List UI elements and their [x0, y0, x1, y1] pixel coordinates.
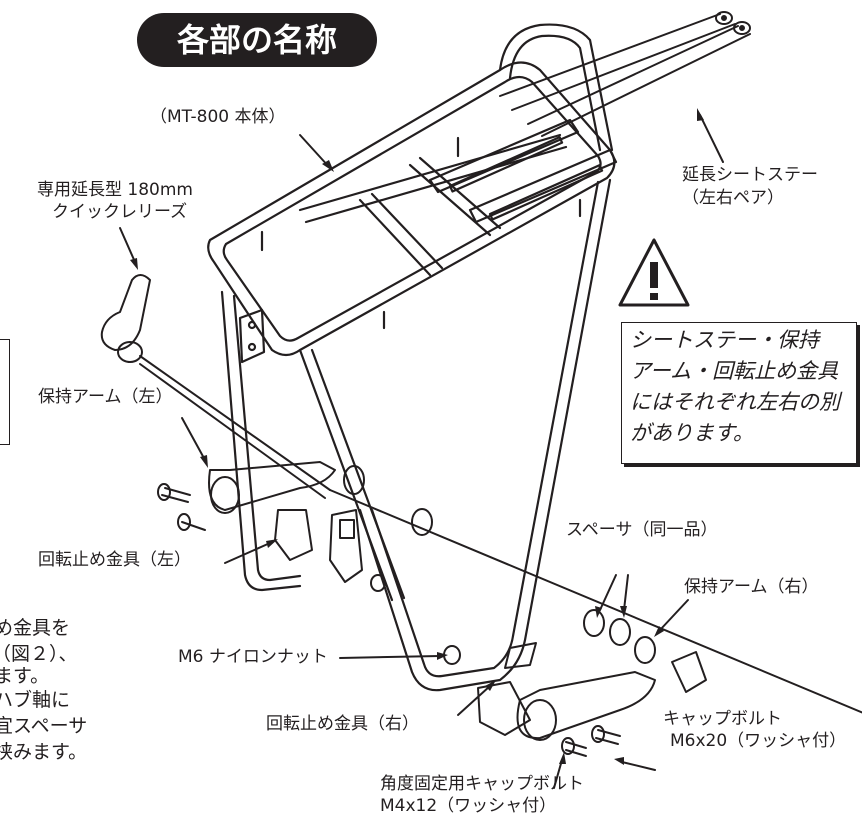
warning-triangle-icon	[618, 238, 690, 307]
label-cap-bolt-2: M6x20（ワッシャ付）	[670, 731, 847, 751]
body-text-line: ます。	[0, 665, 50, 687]
label-angle-bolt-1: 角度固定用キャップボルト	[380, 774, 584, 794]
title-pill	[137, 13, 377, 67]
label-angle-bolt-2: M4x12（ワッシャ付）	[380, 796, 557, 816]
warning-line: シートステー・保持	[630, 328, 819, 352]
warning-line: アーム・回転止め金具	[630, 359, 839, 383]
quick-release	[100, 274, 862, 714]
label-main-body: （MT-800 本体）	[150, 107, 286, 127]
label-arm-right: 保持アーム（右）	[684, 577, 819, 597]
label-quick-release-1: 専用延長型 180mm	[37, 180, 193, 200]
body-text-line: ハブ軸に	[0, 689, 71, 711]
label-cap-bolt-1: キャップボルト	[663, 709, 782, 729]
warning-line: があります。	[630, 421, 754, 445]
body-text-line: 宜スペーサ	[0, 715, 88, 737]
cropped-box-edge	[0, 339, 10, 445]
label-quick-release-2: クイックレリーズ	[52, 202, 188, 222]
page-title: 各部の名称	[176, 21, 337, 59]
warning-line: にはそれぞれ左右の別	[630, 390, 840, 414]
label-nylon-nut: M6 ナイロンナット	[178, 647, 328, 667]
arrow-heads	[130, 108, 704, 765]
seat-stay-pair	[499, 11, 751, 137]
body-text-line: め金具を	[0, 617, 71, 639]
label-seat-stay-2: （左右ペア）	[682, 188, 784, 208]
body-text-line: （図２）、	[0, 643, 78, 665]
label-stop-left: 回転止め金具（左）	[38, 550, 191, 570]
rack-frame	[207, 23, 618, 692]
warning-note-box	[621, 322, 857, 464]
label-spacer: スペーサ（同一品）	[566, 520, 718, 540]
label-stop-right: 回転止め金具（右）	[266, 714, 419, 734]
right-arm-assembly	[443, 609, 707, 757]
body-text-line: 挟みます。	[0, 741, 88, 763]
label-arm-left: 保持アーム（左）	[38, 387, 173, 407]
label-seat-stay-1: 延長シートステー	[682, 165, 818, 185]
left-arm-assembly	[157, 461, 433, 592]
